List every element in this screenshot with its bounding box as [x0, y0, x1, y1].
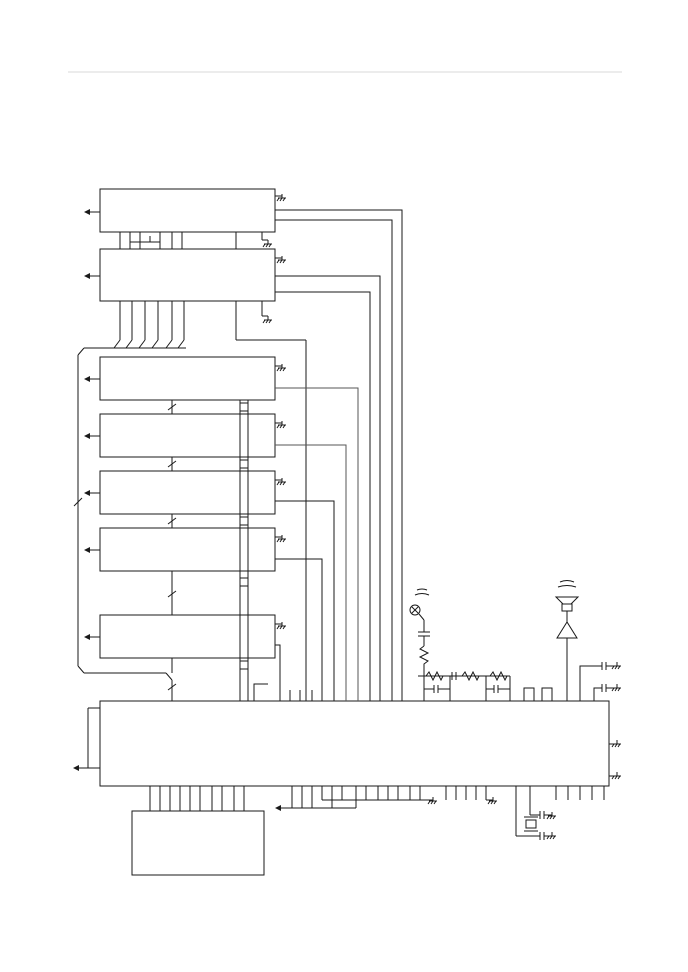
microphone-icon	[409, 588, 430, 621]
block-3	[99, 356, 276, 401]
block-6	[99, 527, 276, 572]
bottom-bus	[149, 786, 605, 811]
block-stack-links	[167, 301, 307, 701]
right-decoupling	[579, 662, 617, 777]
block-2	[99, 248, 276, 302]
speaker-icon	[554, 580, 580, 622]
left-output-arrows	[73, 209, 100, 771]
block-5	[99, 470, 276, 515]
address-bus	[73, 301, 268, 701]
block1-block2-links	[119, 232, 268, 249]
capacitor-icon	[418, 620, 430, 646]
block-1	[99, 188, 276, 233]
lower-block	[131, 810, 265, 876]
main-controller	[99, 700, 610, 787]
ground-icons	[262, 193, 622, 840]
amplifier-icon	[556, 621, 578, 701]
resistor-icon	[418, 645, 430, 676]
crystal-icon	[515, 786, 552, 840]
signal-wires	[87, 209, 403, 768]
mic-filter-network	[418, 670, 553, 701]
block-4	[99, 413, 276, 458]
block-7	[99, 614, 276, 659]
